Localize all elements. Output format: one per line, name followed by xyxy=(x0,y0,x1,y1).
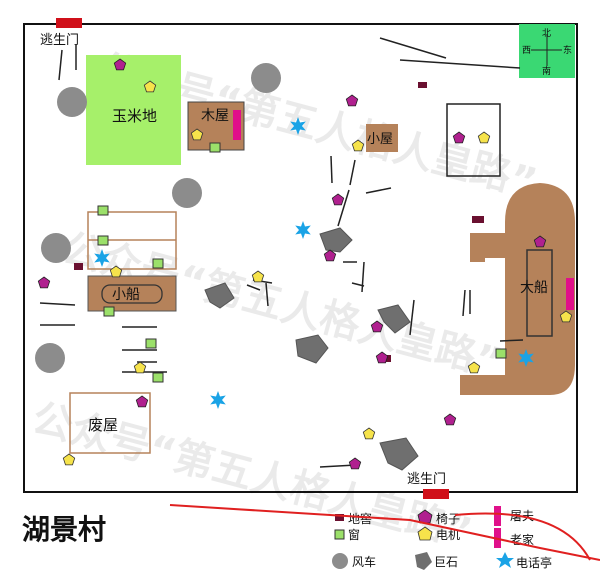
compass: 北 南 西 东 xyxy=(519,24,575,78)
butcher-mark-wood-house xyxy=(233,110,241,140)
small-boat-inner xyxy=(101,284,163,304)
room-right xyxy=(446,103,501,177)
generator-mark xyxy=(251,270,265,283)
boulder xyxy=(379,437,419,471)
boulder xyxy=(319,227,353,253)
window-mark xyxy=(495,348,507,359)
cellar-mark xyxy=(418,82,427,88)
windmill xyxy=(57,87,87,117)
wood-house-label: 木屋 xyxy=(201,108,229,124)
legend-phone: 电话亭 xyxy=(516,555,552,570)
exit-bottom-label: 逃生门 xyxy=(407,472,446,487)
windows xyxy=(97,142,507,383)
generator-mark xyxy=(190,128,204,141)
boulder xyxy=(295,334,329,364)
ruined-house xyxy=(69,392,151,454)
chair-mark xyxy=(323,249,337,262)
legend-phone-swatch xyxy=(496,552,514,568)
chair-mark xyxy=(135,395,149,408)
legend-generator-swatch xyxy=(417,526,433,541)
route-arc xyxy=(454,512,591,561)
phone-mark xyxy=(290,117,306,135)
legend-cellar-swatch xyxy=(335,514,344,521)
chair-mark xyxy=(370,320,384,333)
legend-windmill-swatch xyxy=(332,553,348,569)
legend-boulder-swatch xyxy=(415,552,432,570)
window-mark xyxy=(145,338,157,349)
windmills xyxy=(35,63,281,373)
window-mark xyxy=(209,142,221,153)
generator-mark xyxy=(467,361,481,374)
small-boat xyxy=(87,275,177,312)
chair-mark xyxy=(533,235,547,248)
ruined-house-label: 废屋 xyxy=(88,416,118,434)
chair-mark xyxy=(348,457,362,470)
exit-top xyxy=(56,18,82,28)
compass-south: 南 xyxy=(542,65,551,77)
legend-chair: 椅子 xyxy=(436,512,460,526)
wall-lines xyxy=(39,37,524,468)
window-mark xyxy=(152,258,164,269)
window-mark xyxy=(97,205,109,216)
boulder xyxy=(377,304,411,334)
windmill xyxy=(41,233,71,263)
chair-mark xyxy=(37,276,51,289)
generator-mark xyxy=(109,265,123,278)
legend-butcher-swatch xyxy=(494,506,501,526)
cellar-mark xyxy=(74,263,83,270)
generators xyxy=(62,80,573,466)
window-mark xyxy=(103,306,115,317)
small-house-label: 小屋 xyxy=(367,132,393,147)
windmill xyxy=(35,343,65,373)
compass-west: 西 xyxy=(522,45,531,56)
corn-field-label: 玉米地 xyxy=(112,107,157,125)
chair-mark xyxy=(443,413,457,426)
big-boat-deck xyxy=(526,249,553,337)
legend-cellar: 地窖 xyxy=(348,511,372,526)
generator-mark xyxy=(133,361,147,374)
window-mark xyxy=(97,235,109,246)
generator-mark xyxy=(62,453,76,466)
legend-window: 窗 xyxy=(348,528,360,542)
chair-mark xyxy=(375,351,389,364)
generator-mark xyxy=(362,427,376,440)
phone-mark xyxy=(518,349,534,367)
big-boat-label: 大船 xyxy=(520,280,548,296)
generator-mark xyxy=(351,139,365,152)
generator-mark xyxy=(477,131,491,144)
small-house xyxy=(366,124,398,152)
phone-mark xyxy=(94,249,110,267)
corn-field xyxy=(86,55,181,165)
chair-mark xyxy=(113,58,127,71)
exit-top-label: 逃生门 xyxy=(40,33,79,48)
boulder xyxy=(204,282,235,309)
chair-mark xyxy=(331,193,345,206)
legend-generator: 电机 xyxy=(436,528,460,542)
cellar-mark xyxy=(472,216,484,223)
compass-east: 东 xyxy=(563,44,572,56)
small-boat-label: 小船 xyxy=(112,287,140,303)
legend-windmill: 风车 xyxy=(352,554,376,569)
butcher-mark-big-boat xyxy=(566,278,574,310)
phone-mark xyxy=(210,391,226,409)
windmill xyxy=(251,63,281,93)
legend-window-swatch xyxy=(334,529,345,540)
compass-north: 北 xyxy=(542,28,551,39)
legend-boulder: 巨石 xyxy=(434,555,458,569)
map-title: 湖景村 xyxy=(22,513,107,546)
chairs xyxy=(37,58,547,470)
generator-mark xyxy=(559,310,573,323)
phone-mark xyxy=(295,221,311,239)
big-boat xyxy=(460,183,575,395)
window-mark xyxy=(152,372,164,383)
route-line xyxy=(169,504,600,561)
boulders xyxy=(204,227,419,471)
chair-mark xyxy=(345,94,359,107)
exit-bottom xyxy=(423,489,449,499)
generator-mark xyxy=(143,80,157,93)
phones xyxy=(94,117,534,409)
windmill xyxy=(172,178,202,208)
chair-mark xyxy=(452,131,466,144)
